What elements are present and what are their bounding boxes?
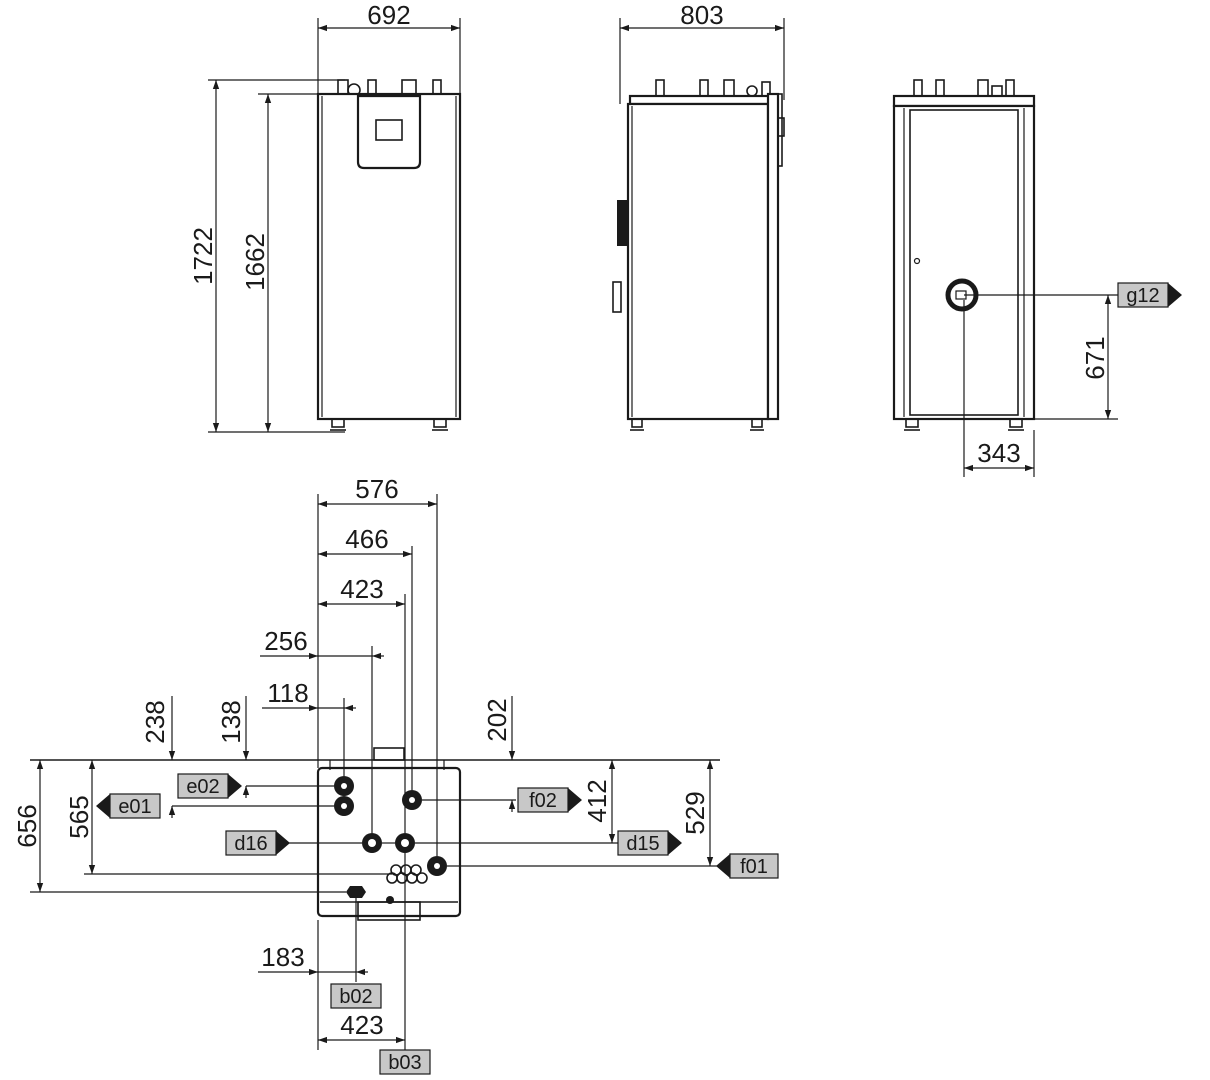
- side-dimensions: 803: [619, 0, 785, 104]
- dim-total-height: 1722: [188, 227, 218, 285]
- dim-top-656: 656: [12, 804, 42, 847]
- side-view: [612, 79, 785, 431]
- svg-text:f02: f02: [529, 790, 557, 812]
- svg-text:f01: f01: [740, 856, 768, 878]
- tag-d16: d16: [225, 830, 290, 856]
- front-foot: [331, 418, 345, 428]
- dim-bottom-423: 423: [340, 1010, 383, 1040]
- dim-rear-g12-height: 671: [1080, 336, 1110, 379]
- dim-top-576: 576: [355, 474, 398, 504]
- dim-top-202: 202: [482, 698, 512, 741]
- front-top-connector: [401, 79, 417, 95]
- front-view: [316, 79, 462, 431]
- side-handle: [617, 200, 627, 246]
- tag-g12: g12: [1117, 282, 1182, 308]
- pipe-b03: [386, 896, 394, 904]
- control-panel: [356, 94, 422, 170]
- pipe-b02: [346, 886, 366, 898]
- display-screen: [375, 119, 403, 141]
- svg-text:e02: e02: [186, 776, 219, 798]
- dim-top-466: 466: [345, 524, 388, 554]
- front-top-connector: [432, 79, 442, 95]
- dim-top-238: 238: [140, 700, 170, 743]
- dim-body-height: 1662: [240, 233, 270, 291]
- side-body-outline: [626, 102, 770, 421]
- cable-entries: [386, 864, 428, 884]
- svg-text:e01: e01: [118, 796, 151, 818]
- dim-rear-g12-offset: 343: [977, 438, 1020, 468]
- dim-top-529: 529: [680, 791, 710, 834]
- dim-bottom-183: 183: [261, 942, 304, 972]
- dim-top-256: 256: [264, 626, 307, 656]
- svg-text:b03: b03: [388, 1052, 421, 1074]
- tag-f02: f02: [517, 787, 582, 813]
- dim-front-width: 692: [367, 0, 410, 30]
- svg-text:d16: d16: [234, 833, 267, 855]
- dim-top-138: 138: [216, 700, 246, 743]
- dim-top-565: 565: [64, 795, 94, 838]
- top-dimensions: 576 466 423 256 118 238 138 202 656 565: [12, 474, 720, 1050]
- tag-b02: b02: [330, 983, 382, 1009]
- top-view: [30, 747, 720, 921]
- dim-top-118: 118: [267, 678, 308, 708]
- svg-text:g12: g12: [1126, 285, 1159, 307]
- front-top-connector: [367, 79, 377, 95]
- svg-text:b02: b02: [339, 986, 372, 1008]
- dim-top-412: 412: [582, 779, 612, 822]
- tag-e02: e02: [177, 773, 242, 799]
- dim-side-width: 803: [680, 0, 723, 30]
- front-top-connector: [337, 79, 349, 95]
- tag-e01: e01: [96, 793, 161, 819]
- tag-f01: f01: [716, 853, 779, 879]
- front-dimensions: 692 1722 1662: [188, 0, 461, 433]
- rear-dimensions: 671 343: [963, 294, 1118, 477]
- front-foot: [433, 418, 447, 428]
- dim-top-423: 423: [340, 574, 383, 604]
- tag-b03: b03: [379, 1049, 431, 1075]
- svg-text:d15: d15: [626, 833, 659, 855]
- tag-d15: d15: [617, 830, 682, 856]
